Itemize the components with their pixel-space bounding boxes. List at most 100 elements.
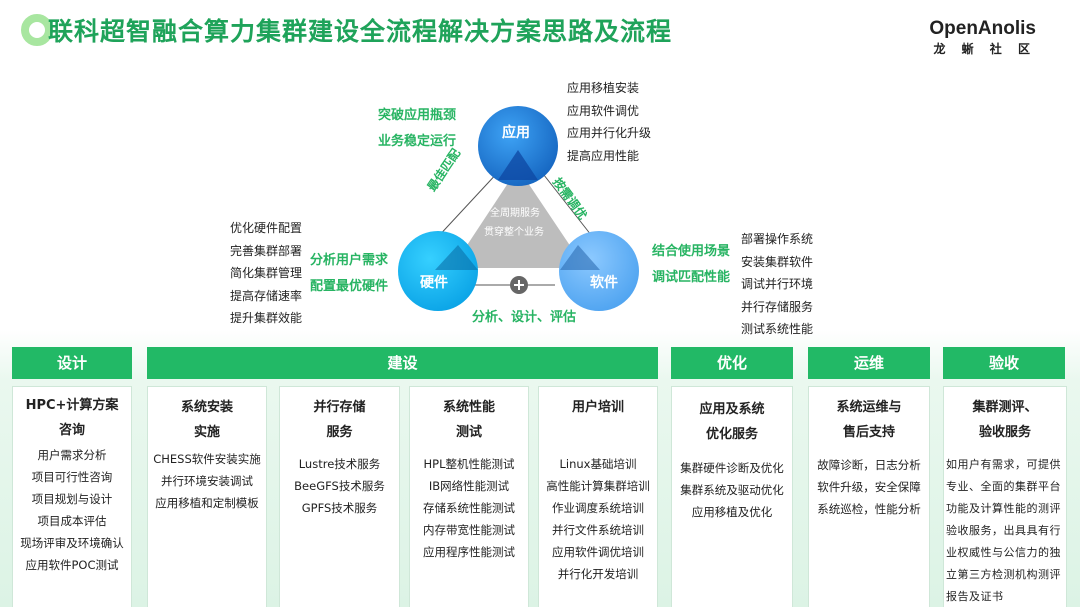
title-ring-icon xyxy=(21,14,53,46)
list-item: 项目成本评估 xyxy=(37,514,107,528)
card-title: 系统运维与 售后支持 xyxy=(809,395,929,445)
card-title-line: 系统性能 xyxy=(442,400,495,415)
center-text-2: 贯穿整个业务 xyxy=(484,227,544,238)
card-title-line: 售后支持 xyxy=(842,425,895,440)
card-items: 用户需求分析 项目可行性咨询 项目规划与设计 项目成本评估 现场评审及环境确认 … xyxy=(13,444,131,576)
card-title-line: 用户培训 xyxy=(571,400,624,415)
paragraph-line: 业权威性与公信力的独 xyxy=(946,546,1061,559)
list-item: 并行化开发培训 xyxy=(557,567,639,581)
list-item: 作业调度系统培训 xyxy=(552,501,644,515)
card-title: 集群测评、 验收服务 xyxy=(944,395,1066,445)
paragraph-line: 报告及证书 xyxy=(946,590,1004,603)
hardware-list-item: 提升集群效能 xyxy=(230,311,303,325)
card-title: 并行存储 服务 xyxy=(280,395,399,445)
card-title-line: 集群测评、 xyxy=(972,400,1038,415)
card-title: 系统安装 实施 xyxy=(148,395,266,445)
list-item: 应用程序性能测试 xyxy=(423,545,515,559)
list-item: 集群系统及驱动优化 xyxy=(680,483,784,497)
card-title-line: 验收服务 xyxy=(978,425,1031,440)
node-app-label: 应用 xyxy=(502,125,530,141)
list-item: Linux基础培训 xyxy=(559,457,637,471)
software-green-labels: 结合使用场景 调试匹配性能 xyxy=(652,239,730,291)
software-green-1: 结合使用场景 xyxy=(652,244,731,259)
app-green-2: 业务稳定运行 xyxy=(378,134,457,149)
card-items: CHESS软件安装实施 并行环境安装调试 应用移植和定制模板 xyxy=(148,448,266,514)
app-list-item: 应用软件调优 xyxy=(567,103,640,118)
card-title: HPC+计算方案 咨询 xyxy=(13,393,131,443)
card-training: 用户培训 Linux基础培训 高性能计算集群培训 作业调度系统培训 并行文件系统… xyxy=(538,386,658,607)
card-design: HPC+计算方案 咨询 用户需求分析 项目可行性咨询 项目规划与设计 项目成本评… xyxy=(12,386,132,607)
card-title-line: 优化服务 xyxy=(705,427,758,442)
cycle-diagram xyxy=(398,106,639,311)
software-list-item: 测试系统性能 xyxy=(741,322,814,336)
card-items: 集群硬件诊断及优化 集群系统及驱动优化 应用移植及优化 xyxy=(672,457,792,523)
card-title-line: 系统运维与 xyxy=(836,400,902,415)
edge-bottom-label: 分析、设计、评估 xyxy=(472,310,577,325)
app-list-item: 提高应用性能 xyxy=(567,148,640,163)
logo-text: OpenAnolis xyxy=(929,18,1036,39)
card-perf: 系统性能 测试 HPL整机性能测试 IB网络性能测试 存储系统性能测试 内存带宽… xyxy=(409,386,529,607)
list-item: IB网络性能测试 xyxy=(428,479,510,493)
list-item: 并行文件系统培训 xyxy=(552,523,644,537)
card-items: 故障诊断，日志分析 软件升级，安全保障 系统巡检，性能分析 xyxy=(809,454,929,520)
list-item: 高性能计算集群培训 xyxy=(546,479,650,493)
list-item: 软件升级，安全保障 xyxy=(817,480,921,494)
list-item: 项目可行性咨询 xyxy=(31,470,113,484)
openanolis-logo: OpenAnolis xyxy=(929,18,1036,40)
phase-accept: 验收 xyxy=(943,347,1065,379)
card-ops: 系统运维与 售后支持 故障诊断，日志分析 软件升级，安全保障 系统巡检，性能分析 xyxy=(808,386,930,607)
app-green-labels: 突破应用瓶颈 业务稳定运行 xyxy=(378,103,456,155)
card-install: 系统安装 实施 CHESS软件安装实施 并行环境安装调试 应用移植和定制模板 xyxy=(147,386,267,607)
software-node xyxy=(559,231,639,311)
logo-subtitle: 龙 蜥 社 区 xyxy=(933,42,1036,56)
card-title-line: 咨询 xyxy=(58,423,85,438)
list-item: Lustre技术服务 xyxy=(298,457,381,471)
phase-design: 设计 xyxy=(12,347,132,379)
list-item: CHESS软件安装实施 xyxy=(153,452,261,466)
hardware-list-item: 简化集群管理 xyxy=(230,266,303,280)
hardware-list-item: 优化硬件配置 xyxy=(230,221,303,235)
list-item: 应用软件调优培训 xyxy=(552,545,644,559)
hardware-list-item: 提高存储速率 xyxy=(230,288,303,303)
paragraph-line: 专业、全面的集群平台 xyxy=(946,480,1061,493)
node-hardware-label: 硬件 xyxy=(420,275,448,291)
card-items: Linux基础培训 高性能计算集群培训 作业调度系统培训 并行文件系统培训 应用… xyxy=(539,453,657,585)
card-title: 用户培训 xyxy=(539,395,657,420)
node-software-label: 软件 xyxy=(590,275,618,291)
list-item: GPFS技术服务 xyxy=(301,501,378,515)
phase-build: 建设 xyxy=(147,347,658,379)
card-storage: 并行存储 服务 Lustre技术服务 BeeGFS技术服务 GPFS技术服务 xyxy=(279,386,400,607)
software-list-item: 安装集群软件 xyxy=(741,254,814,269)
phase-ops: 运维 xyxy=(808,347,930,379)
card-title-line: 服务 xyxy=(326,425,353,440)
list-item: BeeGFS技术服务 xyxy=(294,479,385,493)
list-item: 应用软件POC测试 xyxy=(25,558,119,572)
software-green-2: 调试匹配性能 xyxy=(652,270,731,285)
app-list-item: 应用并行化升级 xyxy=(567,126,652,140)
hardware-list-item: 完善集群部署 xyxy=(230,243,303,258)
card-accept: 集群测评、 验收服务 如用户有需求，可提供 专业、全面的集群平台 功能及计算性能… xyxy=(943,386,1067,607)
center-text-1: 全周期服务 xyxy=(490,208,540,219)
card-title-line: 并行存储 xyxy=(313,400,366,415)
list-item: 现场评审及环境确认 xyxy=(20,536,124,550)
hardware-list: 优化硬件配置 完善集群部署 简化集群管理 提高存储速率 提升集群效能 xyxy=(230,217,302,330)
app-list: 应用移植安装 应用软件调优 应用并行化升级 提高应用性能 xyxy=(567,77,651,167)
page-title: 联科超智融合算力集群建设全流程解决方案思路及流程 xyxy=(48,17,673,46)
list-item: 故障诊断，日志分析 xyxy=(817,458,921,472)
card-items: Lustre技术服务 BeeGFS技术服务 GPFS技术服务 xyxy=(280,453,399,519)
card-title-line: HPC+计算方案 xyxy=(25,398,119,413)
list-item: 应用移植和定制模板 xyxy=(155,496,259,510)
app-green-1: 突破应用瓶颈 xyxy=(378,108,457,123)
software-list-item: 并行存储服务 xyxy=(741,299,814,314)
app-node xyxy=(478,106,558,186)
list-item: HPL整机性能测试 xyxy=(423,457,515,471)
hardware-green-1: 分析用户需求 xyxy=(310,253,389,268)
list-item: 并行环境安装调试 xyxy=(161,474,253,488)
list-item: 集群硬件诊断及优化 xyxy=(680,461,784,475)
paragraph-line: 验收服务，出具具有行 xyxy=(946,524,1061,537)
software-list-item: 部署操作系统 xyxy=(741,232,814,246)
list-item: 存储系统性能测试 xyxy=(423,501,515,515)
card-items: HPL整机性能测试 IB网络性能测试 存储系统性能测试 内存带宽性能测试 应用程… xyxy=(410,453,528,563)
card-title: 系统性能 测试 xyxy=(410,395,528,445)
list-item: 用户需求分析 xyxy=(37,448,107,462)
